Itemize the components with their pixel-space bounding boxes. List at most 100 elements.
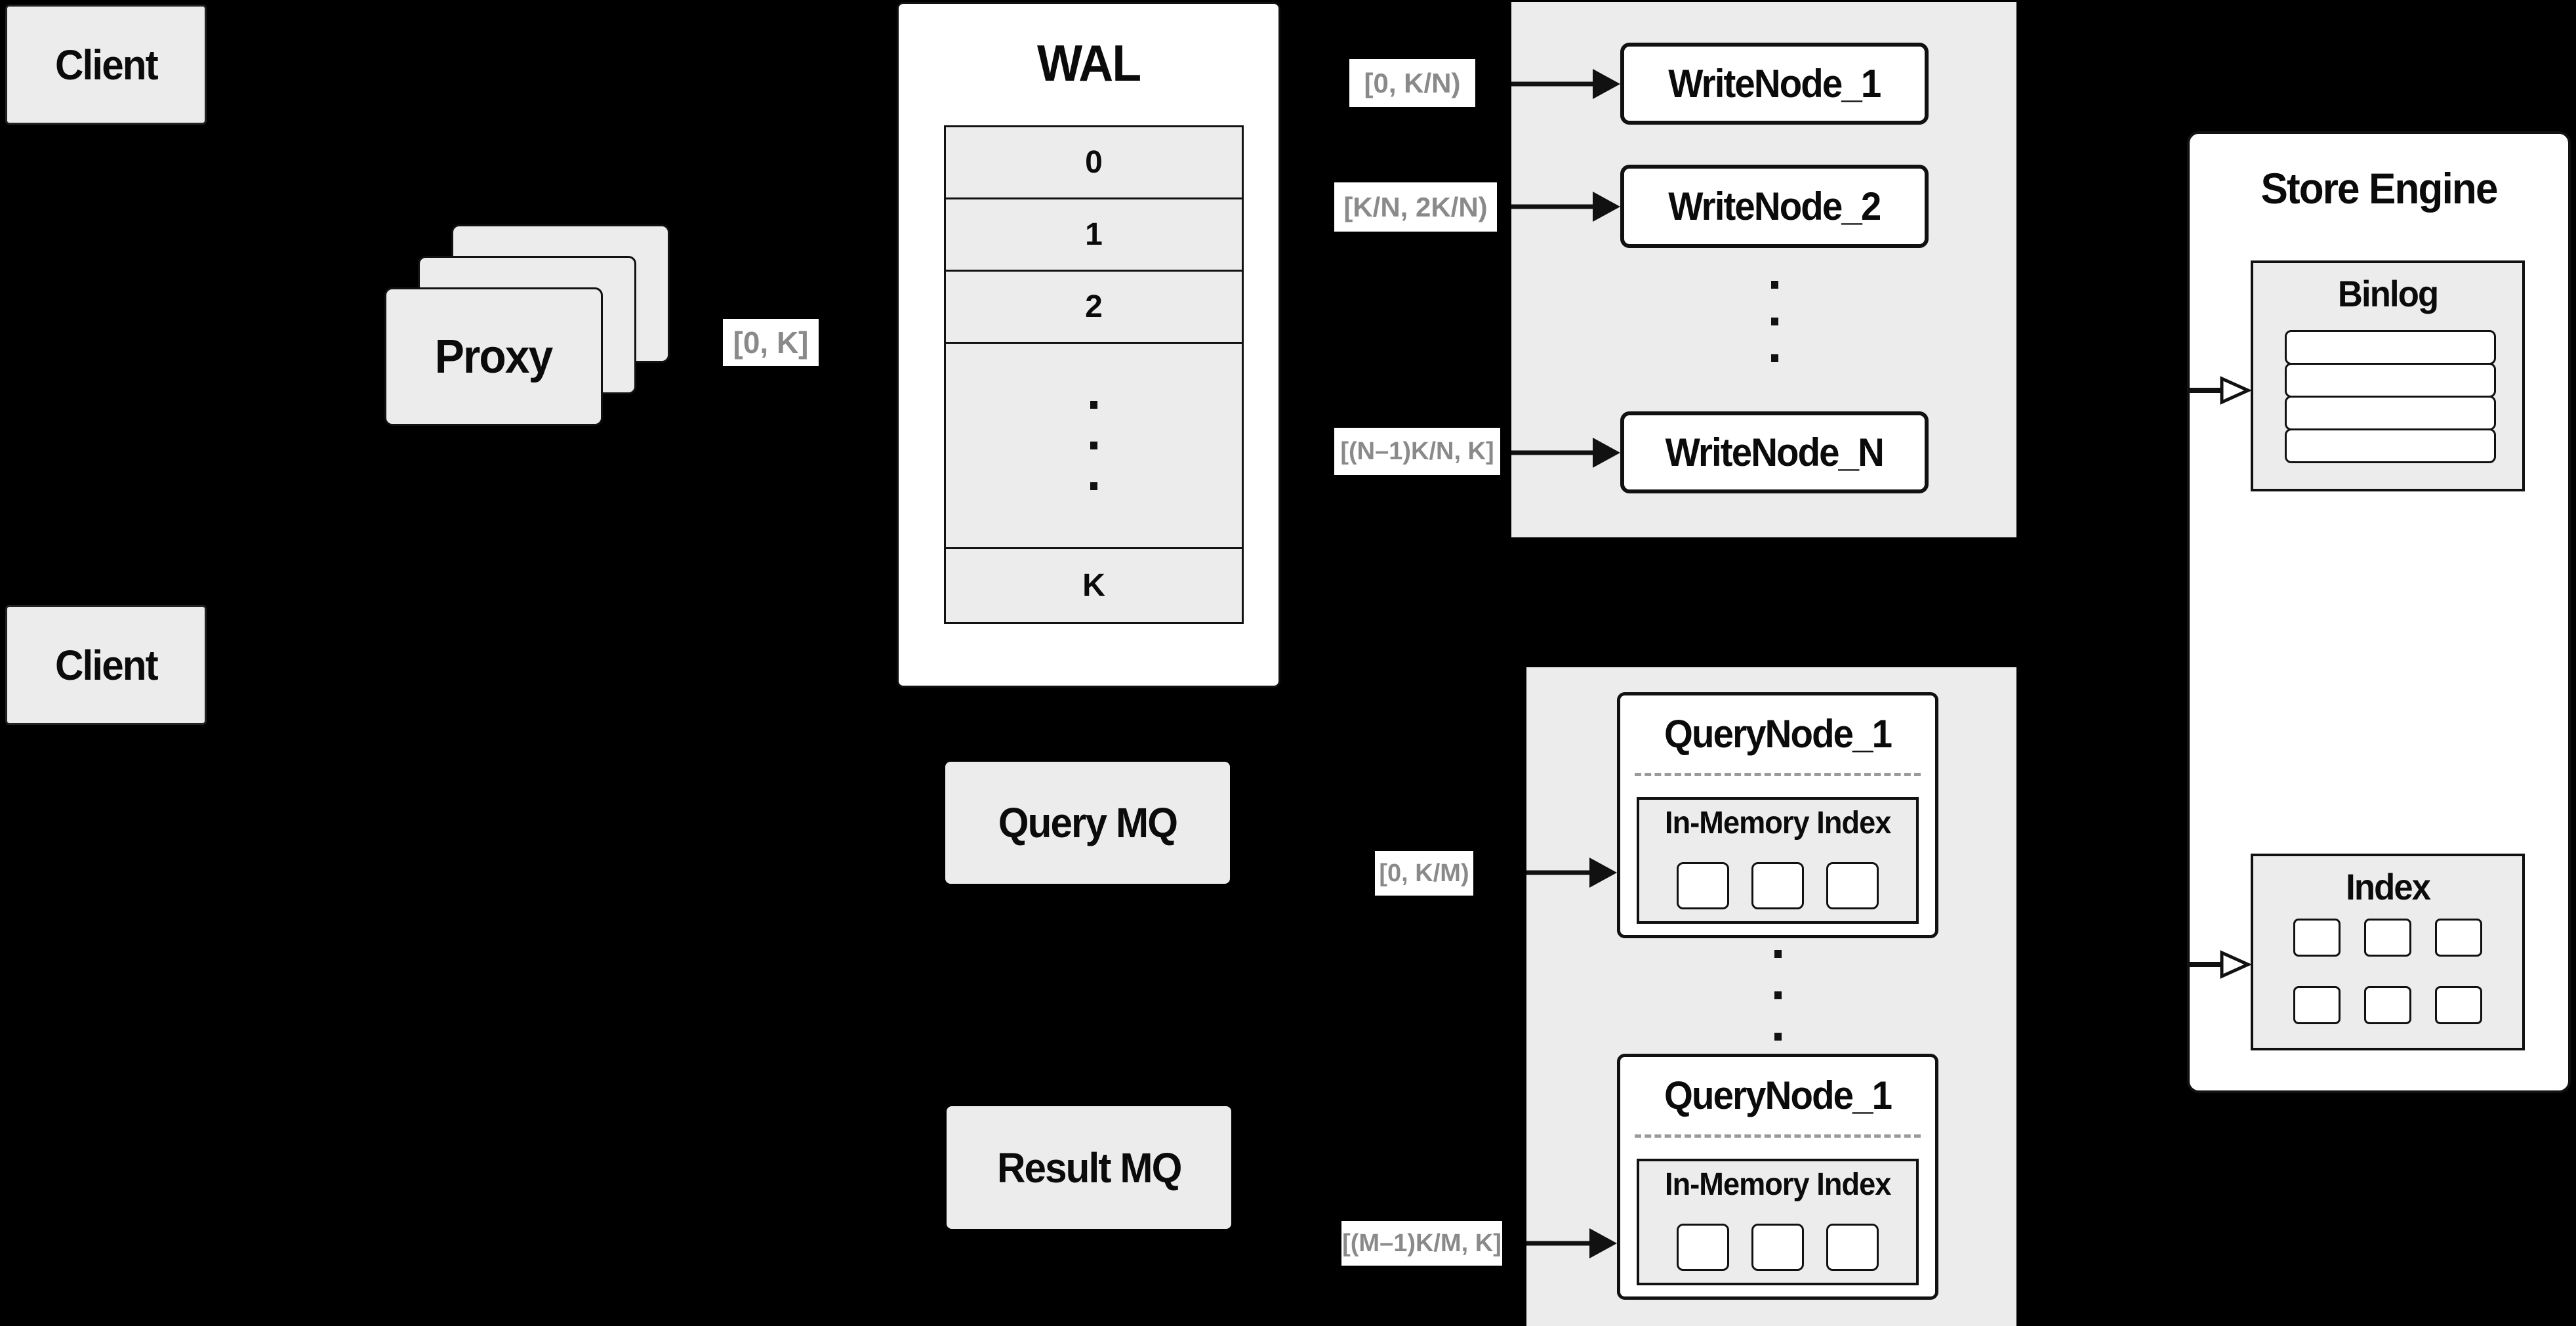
in-memory-index-title-row: In-Memory Index (1639, 1167, 1916, 1203)
arrow-shaft (1526, 1241, 1592, 1246)
arrow-head (1589, 1228, 1617, 1258)
index-cells-row (2253, 919, 2522, 957)
index-cell (2435, 919, 2482, 957)
wal-segment-table: 0 1 2 K (944, 125, 1244, 624)
arrow-shaft (1511, 81, 1595, 87)
index-cell (2293, 919, 2341, 957)
segment-cell (1677, 1224, 1729, 1271)
dot (1090, 442, 1097, 449)
query-node-label: QueryNode_1 (1664, 712, 1892, 756)
client-label: Client (54, 641, 159, 689)
in-memory-index-title-row: In-Memory Index (1639, 805, 1916, 841)
write-node-1: WriteNode_1 (1620, 43, 1929, 125)
write-node-label: WriteNode_2 (1668, 184, 1881, 228)
dot (1090, 401, 1097, 409)
query-node-bottom: QueryNode_1 In-Memory Index (1617, 1054, 1938, 1300)
arrow-right-icon (1511, 192, 1620, 222)
arrow-head (1593, 438, 1620, 468)
binlog-row (2285, 330, 2496, 365)
write-node-label: WriteNode_1 (1668, 62, 1881, 106)
proxy-label: Proxy (435, 330, 554, 383)
arrow-head (1593, 69, 1620, 99)
vertical-ellipsis-icon (1771, 281, 1778, 362)
binlog-row (2285, 396, 2496, 430)
arrow-head (1589, 858, 1617, 888)
wal-row: 1 (944, 197, 1244, 272)
result-mq-node: Result MQ (947, 1106, 1231, 1229)
dot (1774, 1033, 1782, 1041)
range-label-query-m: [(M–1)K/M, K] (1341, 1221, 1502, 1266)
query-mq-label: Query MQ (998, 799, 1178, 846)
wal-title: WAL (1036, 34, 1141, 92)
dashed-divider (1635, 773, 1921, 776)
dot (1771, 281, 1778, 289)
hollow-arrow-right-icon (2189, 950, 2251, 979)
index-cell (2293, 986, 2341, 1024)
range-label-write-1: [0, K/N) (1349, 59, 1475, 107)
index-box: Index (2251, 854, 2525, 1050)
arrow-shaft (1511, 204, 1595, 209)
index-cells-row (2253, 986, 2522, 1024)
wal-title-row: WAL (899, 33, 1278, 93)
in-memory-index-label: In-Memory Index (1664, 1167, 1891, 1202)
in-memory-index-label: In-Memory Index (1664, 806, 1891, 840)
segment-cell (1826, 1224, 1879, 1271)
index-cell (2435, 986, 2482, 1024)
write-node-label: WriteNode_N (1665, 430, 1885, 474)
write-node-n: WriteNode_N (1620, 411, 1929, 493)
hollow-arrow-right-icon (2189, 376, 2251, 405)
arrow-head (1593, 192, 1620, 222)
wal-row-ellipsis (944, 342, 1244, 549)
dashed-divider (1635, 1134, 1921, 1138)
client-node-top: Client (5, 5, 207, 125)
index-segment-cells (1639, 862, 1916, 909)
vertical-ellipsis-icon (1090, 401, 1097, 490)
wal-row: 0 (944, 125, 1244, 199)
arrow-right-icon (1511, 69, 1620, 99)
wal-row: K (944, 547, 1244, 624)
dot (1774, 950, 1782, 958)
client-node-bottom: Client (5, 605, 207, 725)
binlog-title-row: Binlog (2253, 272, 2522, 315)
range-label-proxy-to-wal: [0, K] (723, 319, 819, 366)
dot (1771, 354, 1778, 362)
range-label-write-n: [(N–1)K/N, K] (1334, 428, 1500, 475)
segment-cell (1677, 862, 1729, 909)
range-label-write-2: [K/N, 2K/N) (1334, 182, 1497, 232)
query-node-title-row: QueryNode_1 (1620, 711, 1935, 756)
segment-cell (1751, 1224, 1804, 1271)
arrow-right-icon (1526, 858, 1617, 888)
client-label: Client (54, 41, 159, 89)
segment-cell (1751, 862, 1804, 909)
vertical-ellipsis-icon (1774, 950, 1782, 1041)
arrow-right-icon (1526, 1228, 1617, 1258)
dot (1774, 991, 1782, 999)
query-node-top: QueryNode_1 In-Memory Index (1617, 692, 1938, 938)
wal-row: 2 (944, 270, 1244, 344)
proxy-node: Proxy (384, 287, 603, 426)
query-node-title-row: QueryNode_1 (1620, 1073, 1935, 1118)
in-memory-index-box: In-Memory Index (1637, 1159, 1919, 1285)
query-node-group: QueryNode_1 In-Memory Index QueryNo (1526, 667, 2016, 1326)
binlog-row (2285, 363, 2496, 398)
index-segment-cells (1639, 1224, 1916, 1271)
dot (1090, 482, 1097, 490)
arrow-shaft (1526, 870, 1592, 875)
store-engine-title-row: Store Engine (2190, 163, 2568, 213)
result-mq-label: Result MQ (996, 1144, 1182, 1191)
store-engine-title: Store Engine (2260, 164, 2498, 213)
range-label-query-1: [0, K/M) (1375, 851, 1473, 896)
arrow-shaft (1511, 450, 1595, 455)
index-cell (2364, 986, 2411, 1024)
write-node-group: WriteNode_1 WriteNode_2 WriteNode_N (1511, 2, 2016, 537)
in-memory-index-box: In-Memory Index (1637, 797, 1919, 924)
dot (1771, 318, 1778, 325)
query-mq-node: Query MQ (945, 762, 1230, 884)
index-cell (2364, 919, 2411, 957)
binlog-label: Binlog (2337, 273, 2439, 314)
index-label: Index (2345, 866, 2431, 907)
arrow-right-icon (1511, 438, 1620, 468)
binlog-rows (2285, 330, 2496, 463)
binlog-box: Binlog (2251, 260, 2525, 491)
